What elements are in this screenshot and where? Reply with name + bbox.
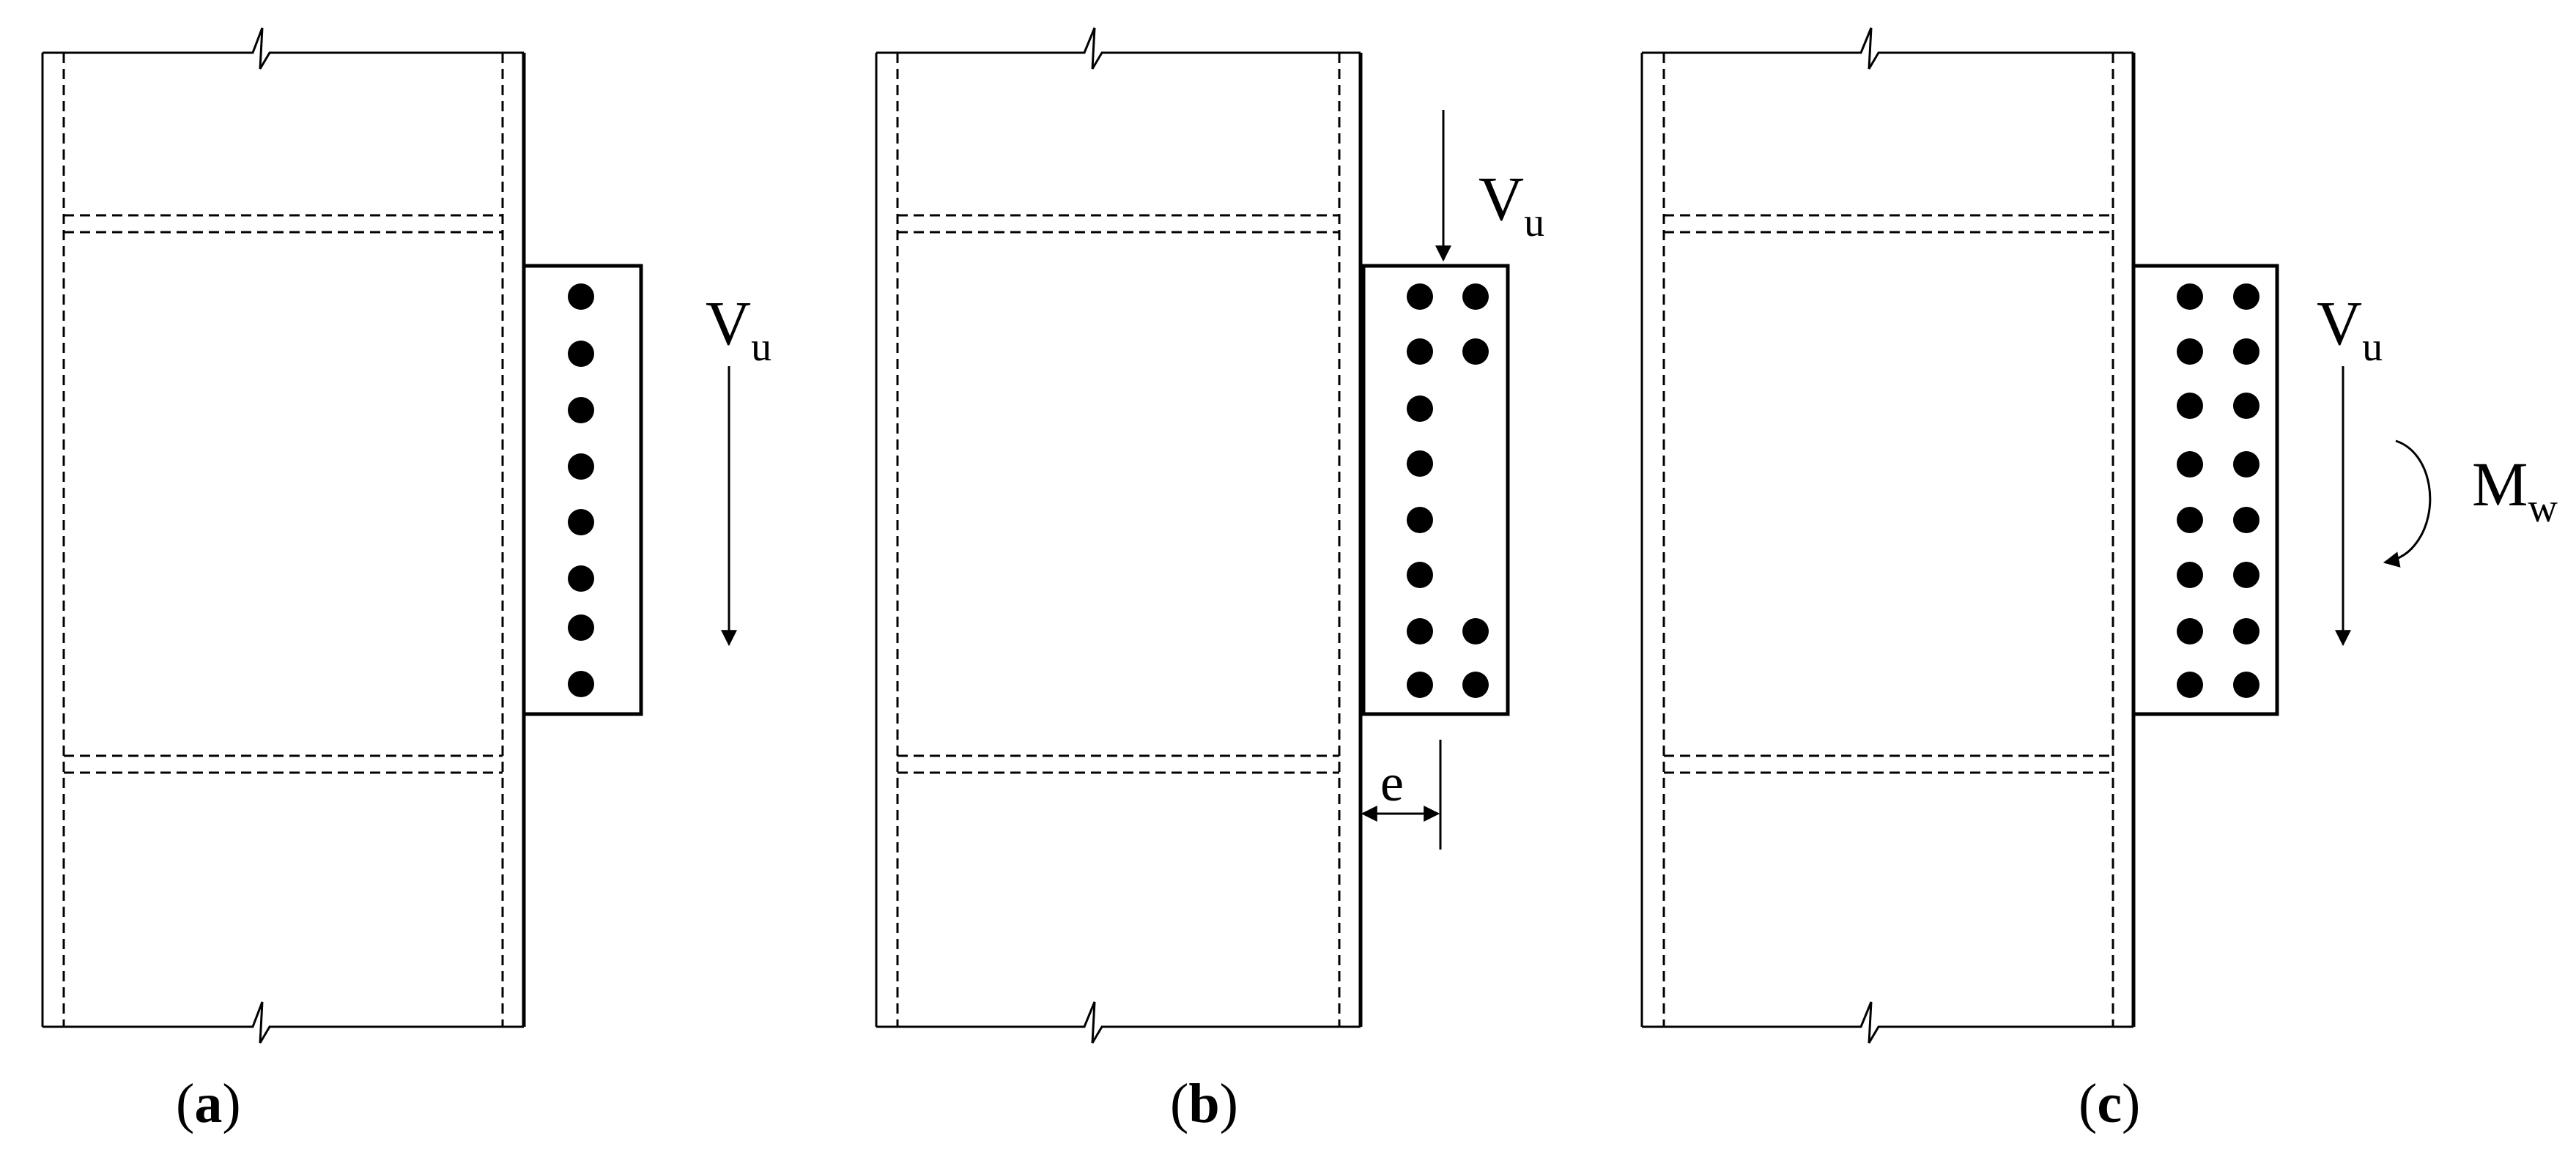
bottom-break-line xyxy=(42,1001,524,1044)
bolt xyxy=(1462,338,1489,365)
bolt xyxy=(2233,562,2259,588)
bolt xyxy=(2177,393,2203,419)
bolt xyxy=(2177,507,2203,533)
bolt xyxy=(568,283,594,310)
bolt xyxy=(1407,618,1433,644)
bolt xyxy=(2177,283,2203,310)
bottom-break-line xyxy=(876,1001,1361,1044)
bolt xyxy=(2233,283,2259,310)
shear-plate xyxy=(522,264,643,716)
bolt xyxy=(1407,507,1433,533)
bolt-group xyxy=(568,283,594,697)
moment-label: Mw xyxy=(2472,449,2558,531)
panel-caption: (b) xyxy=(1170,1073,1238,1134)
bolt xyxy=(1407,283,1433,310)
bolt xyxy=(1407,672,1433,698)
column-outline xyxy=(1640,27,2136,1044)
shear-label: Vu xyxy=(706,288,771,370)
bolt xyxy=(1407,395,1433,422)
bolt xyxy=(2177,338,2203,365)
shear-label: Vu xyxy=(2317,288,2383,370)
bolt xyxy=(568,565,594,592)
bolt xyxy=(568,671,594,697)
bottom-break-line xyxy=(1642,1001,2133,1044)
bolt-group xyxy=(2177,283,2259,698)
bolt xyxy=(568,397,594,423)
top-break-line xyxy=(876,27,1361,70)
bolt xyxy=(1407,338,1433,365)
bolt xyxy=(2233,393,2259,419)
bolt xyxy=(568,453,594,480)
bolt xyxy=(1462,672,1489,698)
panel-caption: (a) xyxy=(176,1073,241,1134)
top-break-line xyxy=(42,27,524,70)
eccentricity-label: e xyxy=(1380,754,1404,812)
column-outline xyxy=(41,27,526,1044)
bolt xyxy=(568,341,594,367)
moment-arrow xyxy=(2383,439,2432,568)
bolt xyxy=(2177,618,2203,644)
bolt xyxy=(1407,450,1433,477)
bolt-group xyxy=(1407,283,1489,698)
bolt xyxy=(2233,507,2259,533)
column-outline xyxy=(875,27,1363,1044)
bolt xyxy=(1407,562,1433,588)
shear-plate xyxy=(1361,264,1510,716)
panel-a: Vu (a) xyxy=(41,27,771,1134)
bolt xyxy=(2233,672,2259,698)
shear-label: Vu xyxy=(1478,163,1544,245)
bolt xyxy=(1462,618,1489,644)
bolt xyxy=(1462,283,1489,310)
panel-caption: (c) xyxy=(2079,1073,2140,1134)
bolt xyxy=(568,614,594,641)
bolt xyxy=(2233,451,2259,478)
bolt xyxy=(2177,451,2203,478)
top-break-line xyxy=(1642,27,2133,70)
panel-b: Vu e (b) xyxy=(875,27,1544,1134)
eccentricity-dimension: e xyxy=(1361,740,1442,850)
bolt xyxy=(2177,672,2203,698)
bolt xyxy=(2233,618,2259,644)
bolt xyxy=(568,509,594,535)
panel-c: Vu Mw (c) xyxy=(1640,27,2558,1134)
shear-plate xyxy=(2131,264,2279,716)
bolt xyxy=(2177,562,2203,588)
bolt xyxy=(2233,338,2259,365)
